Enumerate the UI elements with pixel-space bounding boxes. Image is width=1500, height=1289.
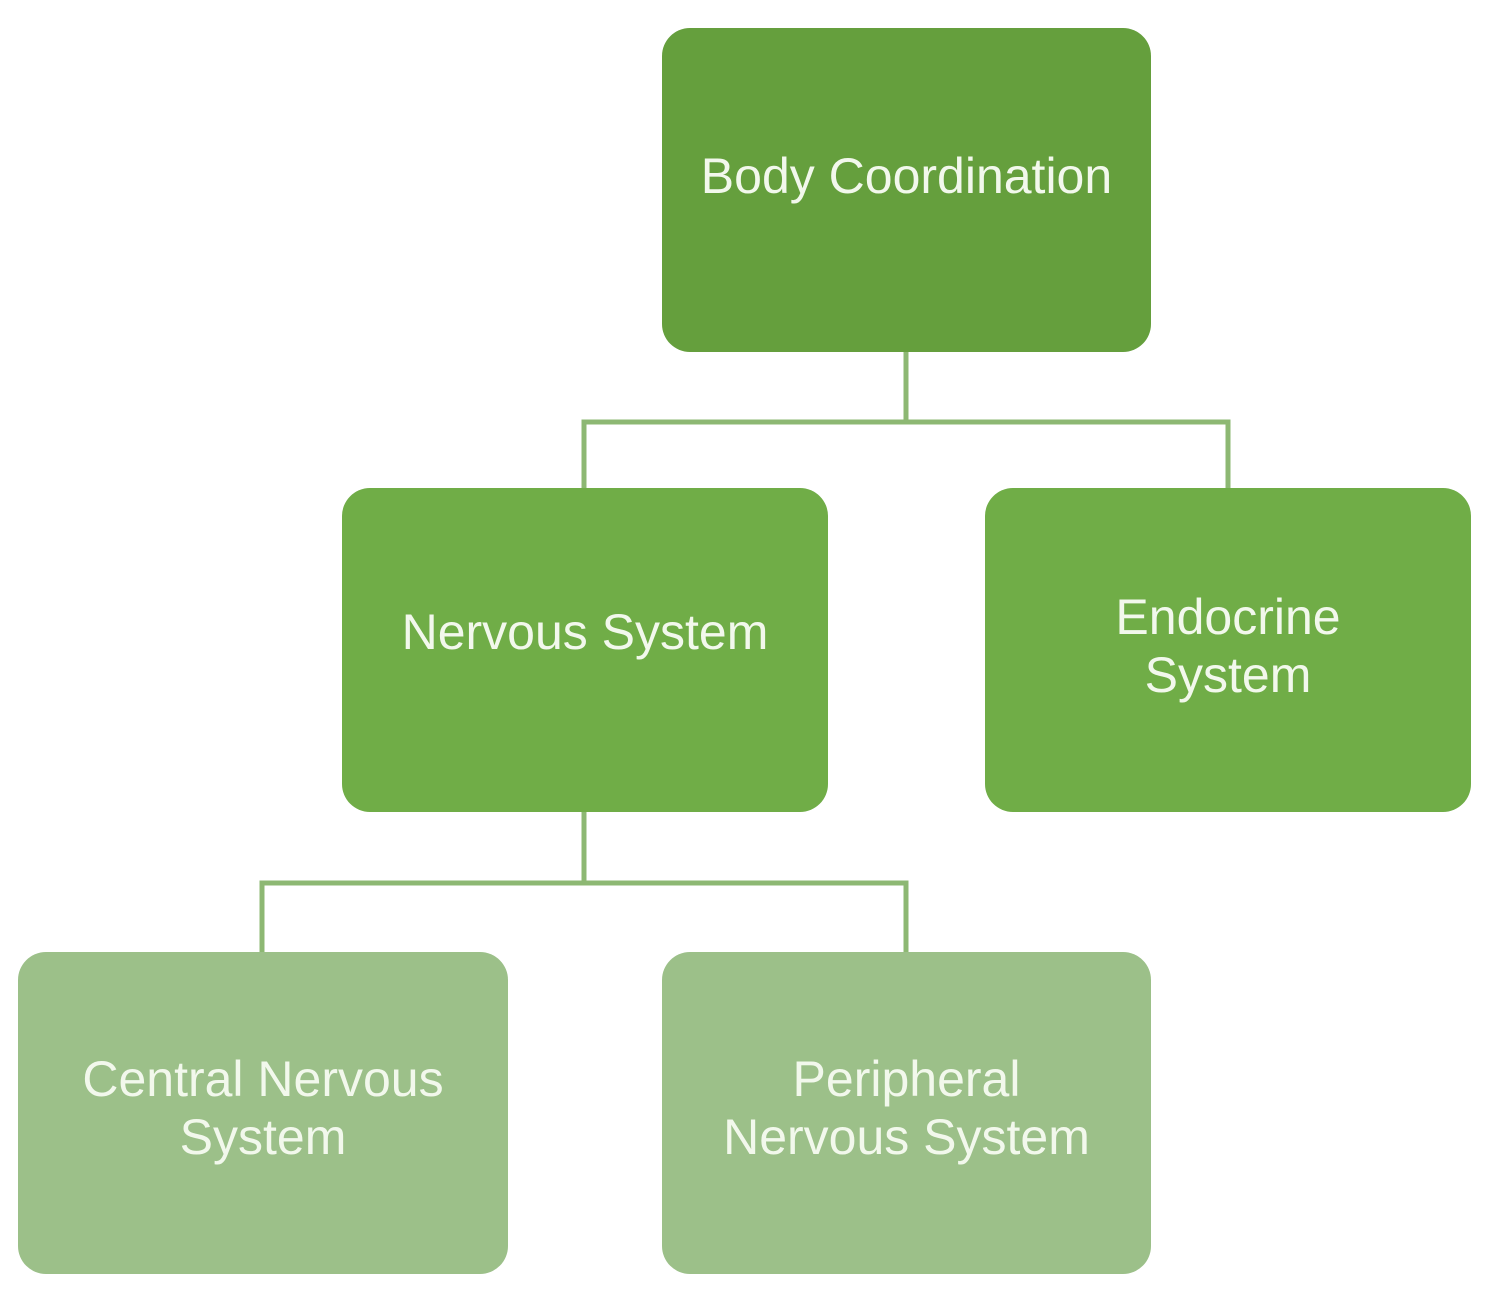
node-label-nervous-system: Nervous System	[401, 604, 769, 660]
connector-nervous-to-central	[259, 812, 587, 952]
node-label-central-nervous-system: Central Nervous System	[82, 1051, 444, 1165]
connector-root-to-nervous	[581, 352, 909, 488]
connector-nervous-to-peripheral	[584, 880, 909, 952]
node-label-body-coordination: Body Coordination	[700, 148, 1113, 204]
connector-root-to-endocrine	[906, 419, 1231, 488]
node-nervous-system: Nervous System	[342, 488, 828, 812]
node-label-endocrine-system: Endocrine System	[1115, 589, 1341, 703]
node-peripheral-nervous-system: Peripheral Nervous System	[662, 952, 1151, 1274]
node-endocrine-system: Endocrine System	[985, 488, 1471, 812]
node-body-coordination: Body Coordination	[662, 28, 1151, 352]
node-central-nervous-system: Central Nervous System	[18, 952, 508, 1274]
node-label-peripheral-nervous-system: Peripheral Nervous System	[723, 1051, 1090, 1165]
